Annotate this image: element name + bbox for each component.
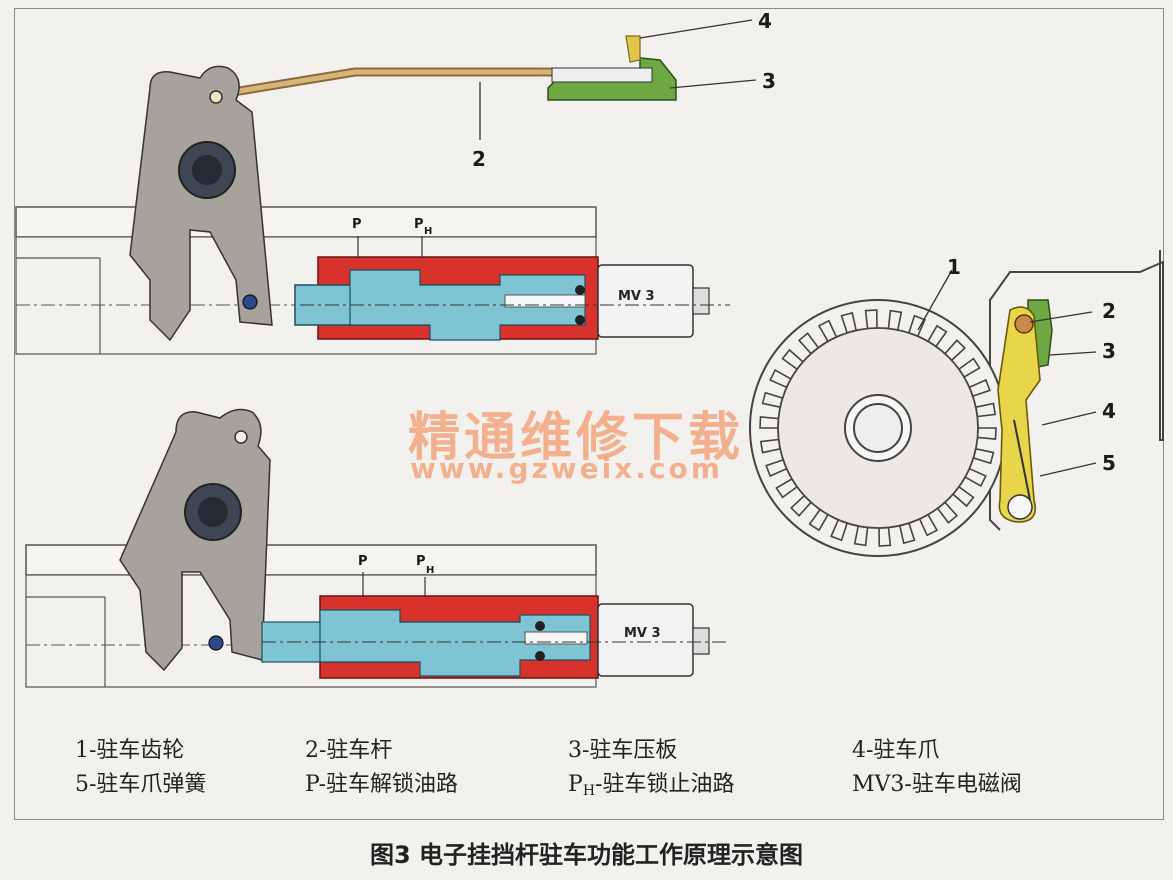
spring-eye [1007,494,1033,520]
legend-item-p: P-驻车解锁油路 [305,772,459,797]
gear-tooth [976,427,997,440]
pawl-pivot [1014,314,1034,334]
figure-caption: 图3 电子挂挡杆驻车功能工作原理示意图 [369,841,804,869]
housing-strip [15,206,597,238]
port-ph-bottom-sub: H [426,565,434,576]
callout-4-top: 4 [758,9,772,33]
callout-2-top: 2 [472,147,486,171]
piston-head [349,269,586,341]
valve-label-bottom: MV 3 [624,626,661,641]
lever-pin-2 [208,635,224,651]
legend-ph-sub: H [582,783,596,799]
top-assembly [15,19,757,355]
legend-ph-rest: -驻车锁止油路 [595,772,735,797]
legend-item-4: 4-驻车爪 [852,738,940,763]
lever-pin [242,294,258,310]
watermark-url: www.gzweix.com [410,452,723,485]
callout-3-right: 3 [1102,339,1116,363]
watermark-title: 精通维修下载 [408,408,745,468]
legend-item-mv3: MV3-驻车电磁阀 [852,772,1022,797]
housing-strip-2 [25,544,597,576]
gear-teeth [759,309,997,547]
rod-end-fitting [551,67,653,83]
parking-rod [210,67,560,100]
parking-pawl [997,306,1041,523]
gear-tooth [759,416,780,429]
gear-tooth [864,309,878,330]
callout-3-top: 3 [762,69,776,93]
gear-assembly [749,250,1164,557]
port-p-top: P [352,217,362,232]
legend-ph-main: P [568,772,583,797]
port-ph-top: P [414,217,424,232]
callout-4-right: 4 [1102,399,1116,423]
gear-tooth [878,526,892,547]
selector-lever-2 [119,408,271,672]
legend-item-1: 1-驻车齿轮 [75,738,185,763]
callout-1-right: 1 [947,255,961,279]
selector-lever [129,65,273,342]
pawl-spring [1013,419,1031,501]
piston-head-2 [319,609,591,677]
callout-2-right: 2 [1102,299,1116,323]
port-ph-bottom: P [416,554,426,569]
port-p-bottom: P [358,554,368,569]
valve-label-top: MV 3 [618,289,655,304]
pawl-tab [625,35,641,63]
callout-5-right: 5 [1102,451,1116,475]
legend-item-5: 5-驻车爪弹簧 [75,772,207,797]
legend-item-2: 2-驻车杆 [305,738,393,763]
bottom-assembly [25,408,730,688]
port-ph-top-sub: H [424,226,432,237]
legend-item-3: 3-驻车压板 [568,738,678,763]
legend-item-ph: PH-驻车锁止油路 [568,766,734,799]
lever-pivot [209,90,223,104]
